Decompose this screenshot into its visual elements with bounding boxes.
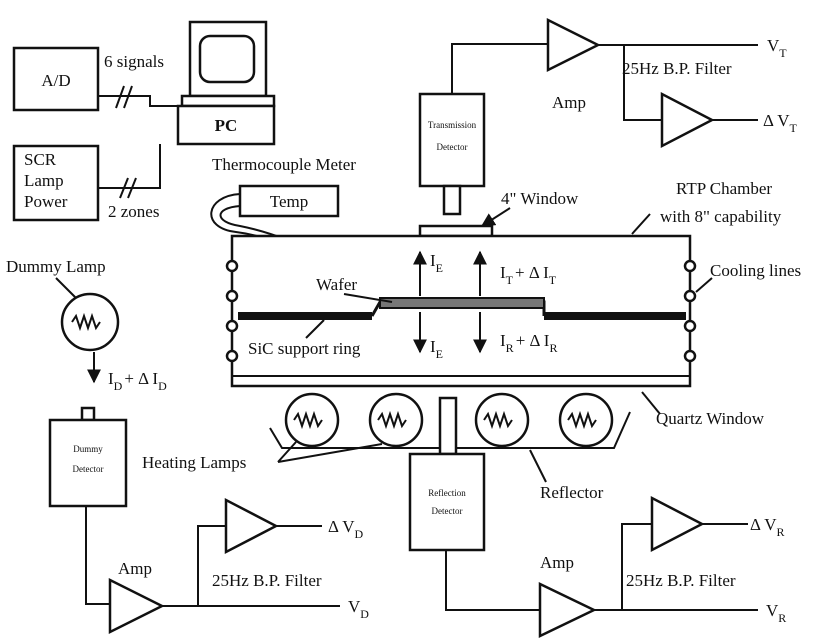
temp-label: Temp <box>270 192 308 211</box>
scr-label-line3: Power <box>24 192 68 211</box>
quartz-window-pointer <box>641 391 661 415</box>
transmission-detector-label: Transmission <box>428 120 477 130</box>
heating-lamp-3 <box>474 392 530 448</box>
window-4in <box>418 224 494 238</box>
vt-label: VT <box>767 36 787 60</box>
dummy-detector-stem <box>80 406 96 422</box>
cooling-lines-right <box>683 259 697 363</box>
reflection-to-amp-line <box>445 550 540 611</box>
filter-amp-triangle-refl <box>650 495 705 553</box>
two-zones-label: 2 zones <box>108 202 159 221</box>
heating-lamps-label: Heating Lamps <box>142 453 246 472</box>
cooling-lines-left <box>225 259 239 363</box>
amp-triangle-top <box>546 17 601 73</box>
dummy-to-amp-line <box>85 506 110 605</box>
bus-slash-scr <box>119 177 137 199</box>
reflection-detector-box: Reflection Detector <box>408 452 486 552</box>
ie-up-label: IE <box>430 251 443 275</box>
heating-lamp-4 <box>558 392 614 448</box>
sic-ring-label: SiC support ring <box>248 339 361 358</box>
scr-to-pc-line <box>98 144 161 189</box>
reflection-detector-label: Reflection <box>428 488 466 498</box>
dummy-lamp-pointer <box>55 277 77 299</box>
quartz-window-label: Quartz Window <box>656 409 765 428</box>
ad-box: A/D <box>12 46 100 112</box>
dummy-detector-box: Dummy Detector <box>48 418 128 508</box>
filter-label-dummy: 25Hz B.P. Filter <box>212 571 322 590</box>
thermocouple-meter-label: Thermocouple Meter <box>212 155 356 174</box>
dummy-lamp <box>60 292 120 352</box>
id-label: ID+ Δ ID <box>108 369 167 393</box>
amp-triangle-dummy <box>108 577 165 635</box>
wafer-label: Wafer <box>316 275 357 294</box>
reflection-detector-stem <box>438 396 458 456</box>
six-signals-label: 6 signals <box>104 52 164 71</box>
cooling-lines-label: Cooling lines <box>710 261 801 280</box>
vr-label: VR <box>766 601 786 625</box>
ie-down-label: IE <box>430 337 443 361</box>
scr-label-line2: Lamp <box>24 171 64 190</box>
window-pointer <box>480 207 511 227</box>
transmission-detector-box: Transmission Detector <box>418 92 486 188</box>
filter-branch-refl <box>621 523 652 610</box>
rtp-chamber <box>230 234 692 388</box>
bus-slash-ad <box>115 85 133 109</box>
sic-ring-pointer <box>305 319 325 339</box>
rtp-chamber-pointer <box>631 213 651 235</box>
transmission-detector-stem <box>442 184 462 216</box>
transmission-to-amp-line <box>451 43 548 94</box>
heating-lamps-pointer <box>277 441 383 463</box>
dummy-lamp-label: Dummy Lamp <box>6 257 106 276</box>
dummy-detector-label: Dummy <box>73 444 103 454</box>
dvd-label: Δ VD <box>328 517 364 541</box>
scr-label-line1: SCR <box>24 150 57 169</box>
dvr-label: Δ VR <box>750 515 785 539</box>
filter-branch-dummy <box>197 525 226 606</box>
temp-box: Temp <box>238 184 340 218</box>
vd-label: VD <box>348 597 369 621</box>
amp-label-dummy: Amp <box>118 559 152 578</box>
pc-box: PC <box>176 104 276 146</box>
filter-amp-triangle-dummy <box>224 497 279 555</box>
dvt-label: Δ VT <box>763 111 798 135</box>
wafer-pointer <box>343 293 393 303</box>
rtp-chamber-label-2: with 8" capability <box>660 207 782 226</box>
wafer <box>379 297 545 309</box>
heating-lamp-1 <box>284 392 340 448</box>
amp-triangle-refl <box>538 582 597 638</box>
filter-amp-triangle-top <box>660 91 715 149</box>
ad-to-pc-line <box>98 95 178 107</box>
scr-lamp-power-box: SCR Lamp Power <box>12 144 100 222</box>
pc-monitor <box>180 20 276 108</box>
filter-label-refl: 25Hz B.P. Filter <box>626 571 736 590</box>
amp-label-refl: Amp <box>540 553 574 572</box>
cooling-lines-pointer <box>695 277 713 293</box>
reflector-pointer <box>529 449 547 483</box>
reflector-label: Reflector <box>540 483 604 502</box>
heating-lamp-2 <box>368 392 424 448</box>
filter-label-top: 25Hz B.P. Filter <box>622 59 732 78</box>
window-4in-label: 4" Window <box>501 189 579 208</box>
ir-label: IR+ Δ IR <box>500 331 557 355</box>
reflection-detector-label-2: Detector <box>432 506 463 516</box>
dummy-detector-label-2: Detector <box>73 464 104 474</box>
amp-label-top: Amp <box>552 93 586 112</box>
ad-label: A/D <box>41 71 70 90</box>
transmission-detector-label-2: Detector <box>437 142 468 152</box>
pc-label: PC <box>215 116 238 135</box>
filter-branch-top <box>623 45 662 121</box>
rtp-chamber-label-1: RTP Chamber <box>676 179 772 198</box>
it-label: IT+ Δ IT <box>500 263 557 287</box>
